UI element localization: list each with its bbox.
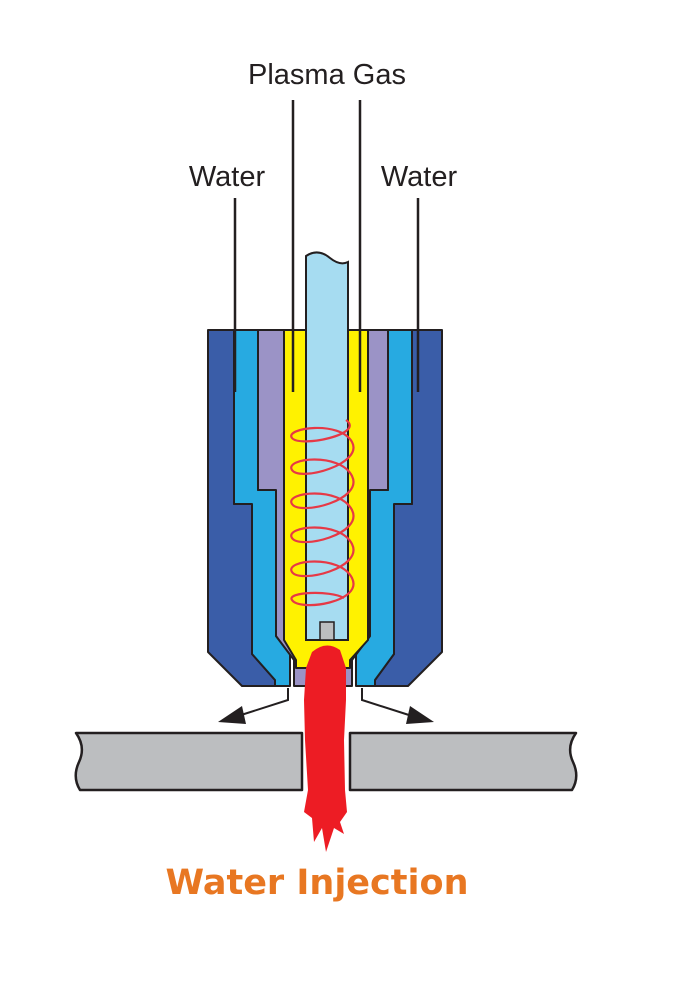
water-label-left: Water — [189, 161, 266, 193]
plasma-arc — [304, 645, 347, 852]
workpiece-left — [74, 731, 304, 792]
workpiece-right — [348, 731, 578, 792]
water-label-right: Water — [381, 161, 458, 193]
flow-arrows — [218, 688, 434, 724]
leader-lines — [233, 100, 420, 392]
plasma-gas-label: Plasma Gas — [248, 59, 406, 91]
flow-arrow-right-head — [406, 706, 434, 724]
workpiece — [74, 731, 578, 792]
flow-arrow-right-line — [361, 688, 413, 717]
diagram-title: Water Injection — [165, 863, 468, 903]
flow-arrow-left-head — [218, 706, 246, 724]
flow-arrow-left-line — [237, 688, 289, 717]
coil — [290, 419, 355, 607]
electrode-tip — [319, 621, 335, 641]
electrode-rod — [305, 251, 349, 641]
electrode — [305, 251, 349, 641]
